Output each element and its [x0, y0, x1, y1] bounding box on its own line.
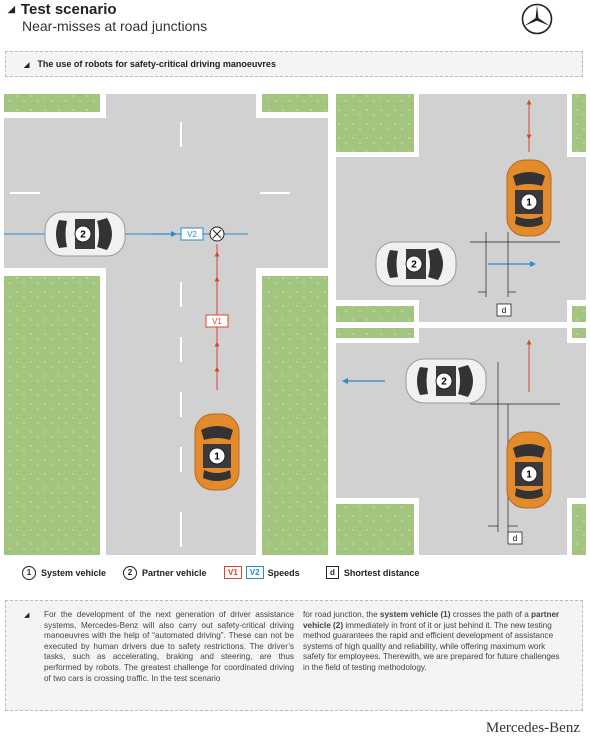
grass-area — [572, 306, 586, 322]
grass-area — [4, 94, 100, 112]
scenario-panel-behind: d 1 2 — [336, 94, 586, 322]
grass-area — [572, 328, 586, 338]
partner-vehicle: 2 — [375, 241, 457, 287]
legend-d: d — [326, 566, 339, 579]
partner-vehicle: 2 — [405, 358, 487, 404]
text-span: for road junction, the — [303, 610, 380, 619]
grass-area — [4, 276, 100, 555]
legend-speeds-label: Speeds — [267, 567, 300, 578]
text-span: immediately in front of it or just behin… — [303, 620, 560, 672]
v1-label: V1 — [212, 317, 222, 326]
legend-system-number: 1 — [22, 566, 36, 580]
grass-area — [336, 504, 414, 555]
distance-label: d — [513, 534, 517, 543]
description-box: ◢ For the development of the next genera… — [5, 600, 583, 711]
legend-system-vehicle: 1 System vehicle — [22, 566, 106, 580]
title-text: Test scenario — [20, 1, 117, 18]
legend-distance-label: Shortest distance — [343, 567, 420, 578]
system-vehicle-term: system vehicle (1) — [379, 610, 451, 619]
legend-system-label: System vehicle — [41, 568, 107, 578]
system-vehicle: 1 — [194, 413, 240, 491]
system-vehicle-number: 1 — [526, 470, 532, 481]
legend-v2: V2 — [245, 566, 264, 579]
legend-partner-label: Partner vehicle — [142, 568, 207, 578]
grass-area — [336, 328, 414, 338]
mercedes-star-logo — [521, 3, 553, 35]
grass-area — [572, 504, 586, 555]
legend-distance: d Shortest distance — [326, 566, 419, 579]
grass-area — [572, 94, 586, 152]
distance-label-box — [496, 303, 512, 317]
description-column-2: for road junction, the system vehicle (1… — [303, 610, 568, 674]
system-vehicle-number: 1 — [214, 452, 220, 463]
grass-area — [262, 94, 328, 112]
v2-label-box — [180, 227, 204, 241]
partner-vehicle: 2 — [44, 211, 126, 257]
grass-area — [336, 306, 414, 322]
partner-vehicle-term: partner vehicle (2) — [303, 610, 560, 630]
legend-partner-number: 2 — [123, 566, 137, 580]
partner-vehicle-number: 2 — [80, 230, 86, 241]
grass-area — [336, 94, 414, 152]
v1-label-box — [205, 314, 229, 328]
legend: 1 System vehicle 2 Partner vehicle V1 V2… — [0, 558, 590, 586]
banner-text: The use of robots for safety-critical dr… — [37, 59, 276, 69]
distance-label-box — [507, 531, 523, 545]
collision-point-icon — [209, 226, 225, 242]
grass-area — [262, 276, 328, 555]
v2-label: V2 — [187, 230, 197, 239]
scenario-panel-front: d 2 1 — [336, 328, 586, 555]
system-vehicle: 1 — [506, 431, 552, 509]
description-column-1: For the development of the next generati… — [44, 610, 294, 683]
partner-vehicle-number: 2 — [441, 377, 447, 388]
legend-v1: V1 — [224, 566, 242, 579]
text-span: crosses the path of a — [450, 610, 532, 619]
legend-speeds: V1 V2 Speeds — [224, 566, 300, 579]
partner-vehicle-number: 2 — [411, 260, 417, 271]
legend-partner-vehicle: 2 Partner vehicle — [123, 566, 207, 580]
triangle-icon: ◢ — [24, 62, 30, 69]
triangle-icon: ◢ — [24, 612, 30, 619]
junction-diagram: V2 V1 2 1 d — [4, 94, 586, 555]
main-junction-panel: V2 V1 2 1 — [4, 94, 328, 555]
system-vehicle-number: 1 — [526, 198, 532, 209]
triangle-icon: ◢ — [8, 4, 15, 14]
brand-wordmark: Mercedes-Benz — [485, 720, 580, 736]
page-subtitle: Near-misses at road junctions — [22, 18, 208, 34]
system-vehicle: 1 — [506, 159, 552, 237]
section-banner: ◢ The use of robots for safety-critical d… — [5, 51, 583, 77]
distance-label: d — [502, 306, 506, 315]
page-title: ◢ Test scenario — [8, 1, 117, 18]
